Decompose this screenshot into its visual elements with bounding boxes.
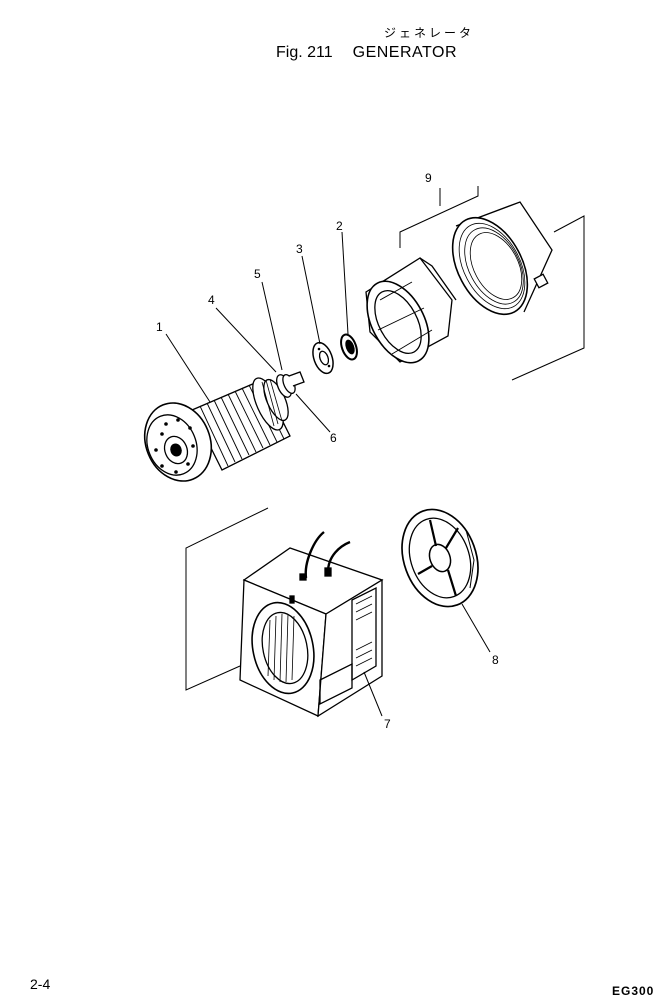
end-cover-part-8 (401, 508, 479, 608)
bearing-part-2 (340, 333, 358, 361)
callout-5: 5 (254, 267, 261, 281)
rotor-assembly-part-1 (143, 371, 305, 482)
callout-labels: 1 2 3 4 5 6 7 8 9 (156, 171, 499, 731)
figure-number: Fig. 211 (276, 44, 333, 61)
callout-3: 3 (296, 242, 303, 256)
callout-8: 8 (492, 653, 499, 667)
bracket-part-9 (365, 257, 457, 364)
callout-1: 1 (156, 320, 163, 334)
stator-frame-part-7 (239, 531, 384, 718)
japanese-title: ジェネレータ (384, 26, 475, 40)
leader-lines (165, 231, 491, 717)
callout-2: 2 (336, 219, 343, 233)
callout-9: 9 (425, 171, 432, 185)
page-number: 2-4 (30, 976, 51, 992)
assembly-guide-lines (185, 186, 585, 691)
model-code: EG300 (612, 984, 655, 998)
figure-title: Fig. 211 GENERATOR (276, 44, 457, 62)
figure-name: GENERATOR (352, 44, 457, 61)
callout-7: 7 (384, 717, 391, 731)
plate-part-3 (312, 341, 334, 375)
callout-6: 6 (330, 431, 337, 445)
callout-4: 4 (208, 293, 215, 307)
cover-ring-part-9 (451, 201, 553, 316)
